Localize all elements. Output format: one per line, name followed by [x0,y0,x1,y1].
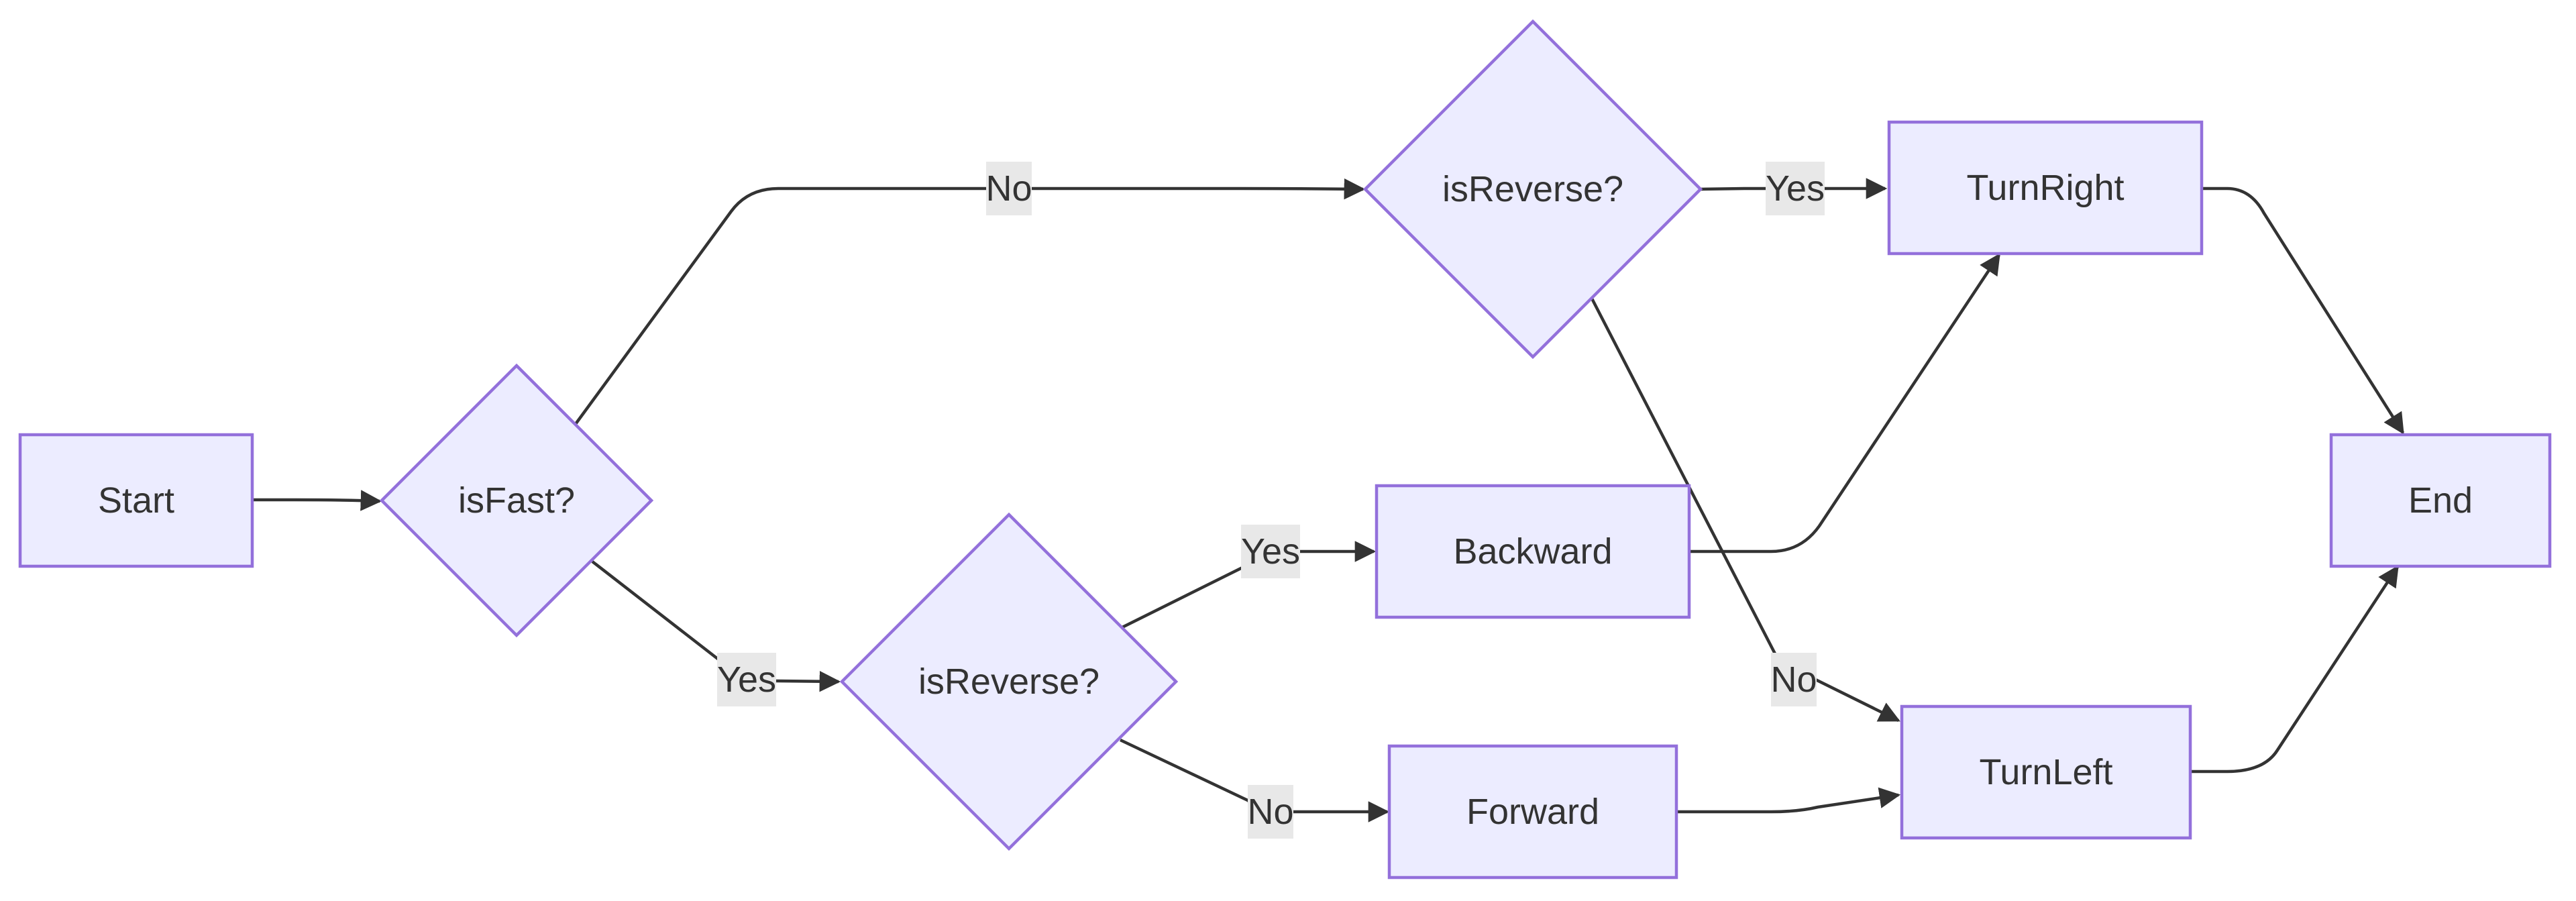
edge-label-isfast-no: No [985,162,1032,215]
node-start: Start [18,433,254,568]
edge-isfast-to-isreverse-bottom [591,560,841,692]
svg-text:TurnLeft: TurnLeft [1979,752,2112,792]
edge-start-to-isfast [253,490,382,511]
svg-text:No: No [1247,792,1293,832]
edge-label-isreverse-top-no: No [1770,653,1817,706]
node-isreverse-top-decision: isReverse? [1362,19,1703,360]
svg-text:Yes: Yes [1241,531,1300,572]
svg-text:End: End [2408,480,2473,521]
node-isfast-decision: isFast? [379,363,654,638]
svg-text:Yes: Yes [1766,168,1825,209]
edge-label-isfast-yes: Yes [717,653,776,706]
edge-backward-to-turnright [1690,253,2000,553]
edge-label-isreverse-bottom-no: No [1247,785,1294,839]
svg-text:isReverse?: isReverse? [918,661,1099,702]
svg-text:Yes: Yes [717,659,776,700]
svg-text:No: No [1770,659,1817,700]
svg-text:No: No [985,168,1032,209]
svg-text:isFast?: isFast? [458,480,575,521]
edge-label-isreverse-bottom-yes: Yes [1241,525,1300,578]
svg-text:TurnRight: TurnRight [1966,168,2124,208]
edge-labels: No Yes Yes No Yes No [717,162,1825,839]
node-turnright: TurnRight [1887,120,2204,256]
edge-forward-to-turnleft [1677,787,1901,814]
svg-text:Forward: Forward [1466,792,1599,832]
edge-turnleft-to-end [2192,565,2399,774]
node-forward: Forward [1387,744,1678,880]
edge-label-isreverse-top-yes: Yes [1766,162,1825,215]
node-backward: Backward [1375,484,1691,619]
node-isreverse-bottom-decision: isReverse? [839,512,1179,851]
nodes: Start isFast? isReverse? isReverse? Turn… [18,19,2552,880]
svg-text:Start: Start [98,480,174,521]
node-turnleft: TurnLeft [1900,704,2192,840]
edge-turnright-to-end [2202,187,2404,435]
svg-text:Backward: Backward [1453,531,1612,572]
svg-text:isReverse?: isReverse? [1442,169,1623,209]
edge-isfast-to-isreverse-top [574,178,1366,425]
node-end: End [2329,433,2552,568]
